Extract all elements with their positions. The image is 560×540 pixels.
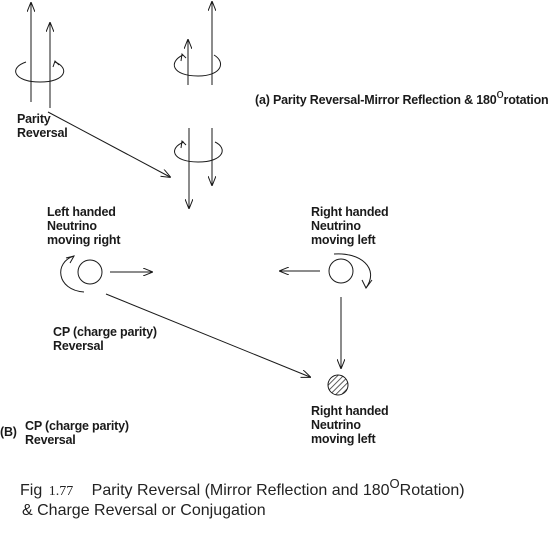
fig-number: 1.77 xyxy=(48,484,74,499)
conjugated-neutrino-circle xyxy=(327,374,349,396)
fig-prefix: Fig xyxy=(20,482,43,499)
rotation-curl-mid xyxy=(173,54,222,77)
left-neutrino-circle xyxy=(77,259,103,285)
cp-reversal-arrow xyxy=(105,293,310,377)
parity-reversal-arrow xyxy=(47,111,170,177)
conjugated-neutrino-label: Right handed Neutrino moving left xyxy=(311,404,389,446)
right-neutrino-circle xyxy=(328,258,354,284)
rotation-curl-left xyxy=(15,61,65,83)
left-neutrino-label: Left handed Neutrino moving right xyxy=(47,205,121,247)
caption-line2: & Charge Reversal or Conjugation xyxy=(22,502,266,519)
caption-line1: Parity Reversal (Mirror Reflection and 1… xyxy=(91,482,390,499)
section-b-marker: (B) xyxy=(0,425,17,439)
rotation-curl-down xyxy=(174,141,223,163)
cp-reversal-label-center: CP (charge parity) Reversal xyxy=(53,325,157,353)
parity-reversal-label: Parity Reversal xyxy=(17,112,68,140)
figure-caption: Fig 1.77 Parity Reversal (Mirror Reflect… xyxy=(20,476,465,519)
right-neutrino-curl xyxy=(333,253,372,289)
left-neutrino-curl xyxy=(60,255,85,293)
cp-reversal-label-bottom: CP (charge parity) Reversal xyxy=(25,419,129,447)
right-neutrino-label: Right handed Neutrino moving left xyxy=(311,205,389,247)
section-a-title: (a) Parity Reversal-Mirror Reflection & … xyxy=(255,86,549,108)
